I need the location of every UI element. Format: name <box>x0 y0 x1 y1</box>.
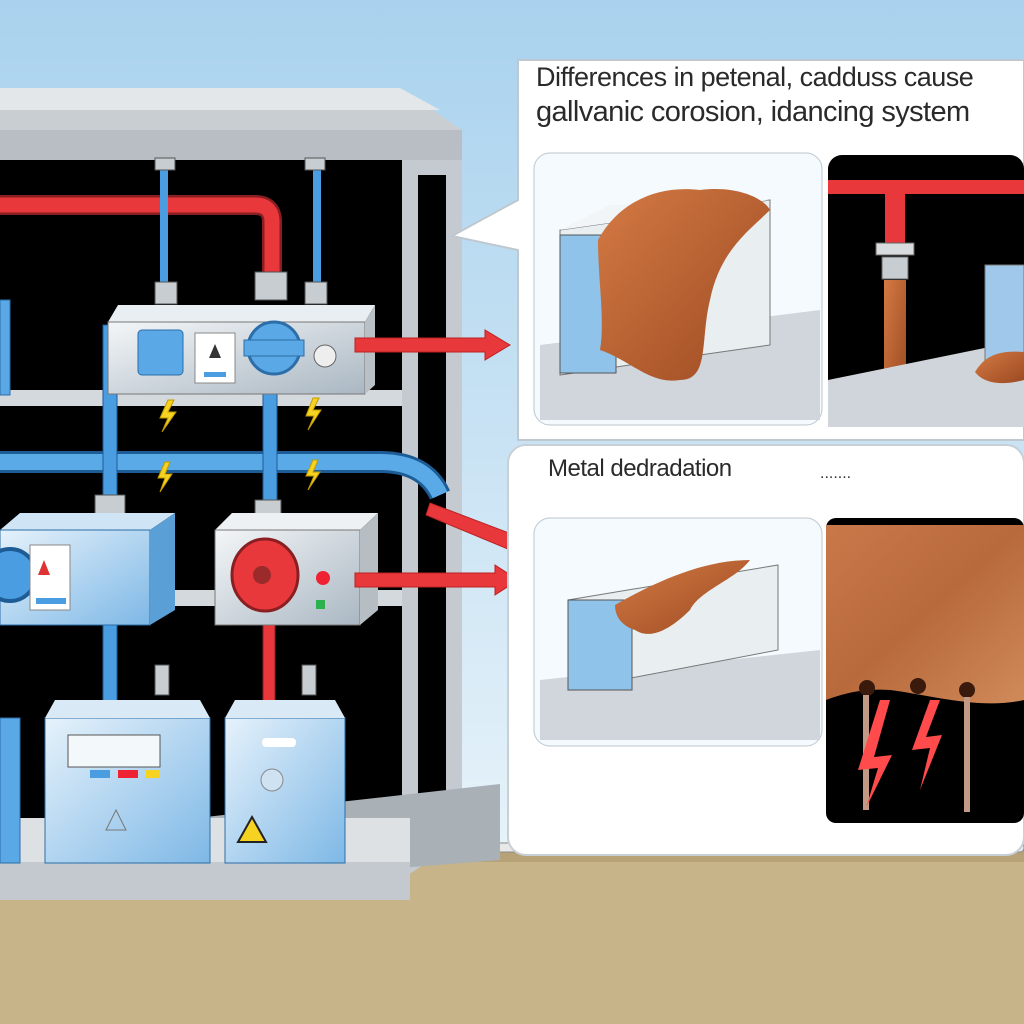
warning-triangle-icon <box>209 344 221 358</box>
caption-line-1: Differences in petenal, cadduss cause <box>536 62 974 92</box>
rusted-surface-panel <box>826 518 1024 823</box>
upper-control-box <box>107 305 375 395</box>
caption-line-2: gallvanic corosion, idancing system <box>536 96 970 128</box>
corroded-pipe-panel <box>828 155 1024 427</box>
lower-blue-device <box>0 513 175 626</box>
red-valve-device <box>214 513 378 626</box>
lightning-bolt-icon <box>858 700 892 808</box>
corroded-block-1 <box>533 152 823 426</box>
pressure-gauge-icon <box>67 734 161 768</box>
svg-text:.......: ....... <box>820 465 851 482</box>
warning-device <box>224 700 346 864</box>
lightning-bolt-icon <box>912 700 942 790</box>
meter-device <box>44 700 211 864</box>
caption-metal-degradation: Metal dedradation <box>548 455 732 482</box>
lightning-bolt-icon <box>157 397 322 493</box>
warning-triangle-icon <box>236 814 268 843</box>
corroded-block-2 <box>533 517 823 747</box>
